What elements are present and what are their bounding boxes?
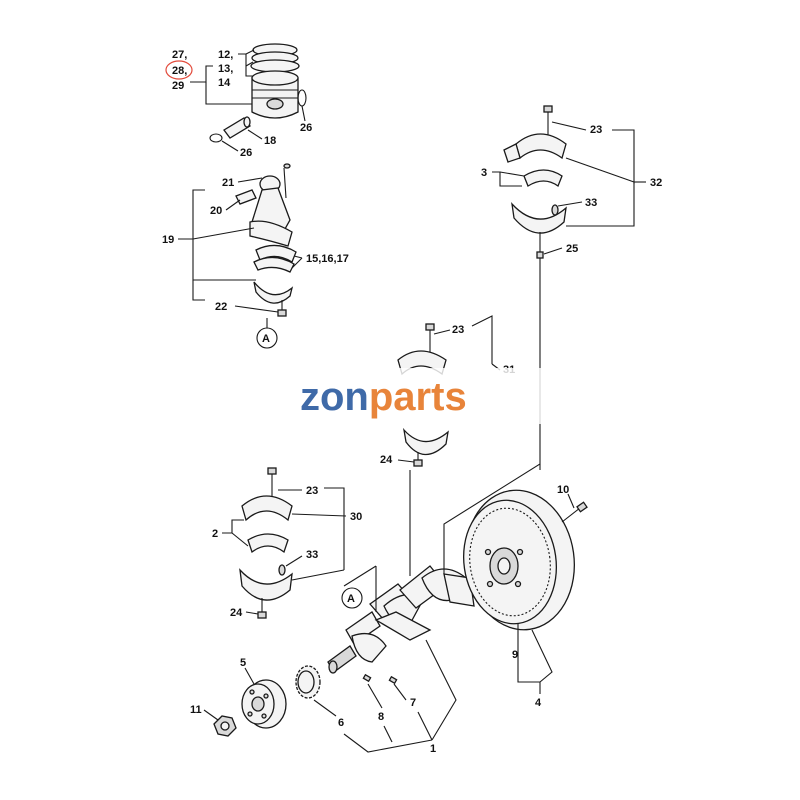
watermark-background: [240, 368, 545, 424]
label-22: 22: [215, 301, 227, 313]
label-33-top-right: 33: [585, 197, 597, 209]
label-30: 30: [350, 511, 362, 523]
crank-gear: [295, 665, 321, 699]
label-26-upper: 26: [300, 122, 312, 134]
crankshaft: [327, 565, 475, 674]
label-10: 10: [557, 484, 569, 496]
connecting-rod: [249, 163, 293, 247]
label-8: 8: [378, 711, 384, 723]
label-7: 7: [410, 697, 416, 709]
flywheel: [462, 489, 576, 631]
main-bearing-cap-lower: [241, 467, 293, 522]
piston-rings: [250, 43, 300, 73]
label-20: 20: [210, 205, 222, 217]
label-3: 3: [481, 167, 487, 179]
main-bearing-lower-middle: [402, 427, 449, 467]
snap-ring-upper: [297, 89, 307, 107]
piston: [251, 70, 299, 119]
label-11: 11: [190, 704, 202, 716]
rod-cap: [253, 281, 294, 317]
rod-bearing-shells: [253, 244, 297, 273]
ref-a-bottom: A: [347, 593, 355, 605]
crank-nut: [213, 715, 237, 737]
label-14: 14: [218, 77, 231, 89]
label-23-lower: 23: [306, 485, 318, 497]
label-28: 28,: [172, 65, 187, 77]
ref-circle-a-bottom: [341, 587, 363, 609]
label-26-lower: 26: [240, 147, 252, 159]
label-13: 13,: [218, 63, 233, 75]
label-4: 4: [535, 697, 542, 709]
label-29: 29: [172, 80, 184, 92]
label-5: 5: [240, 657, 246, 669]
watermark-part2: parts: [369, 375, 467, 419]
label-15-16-17: 15,16,17: [306, 253, 349, 265]
label-1: 1: [430, 743, 436, 755]
label-12: 12,: [218, 49, 233, 61]
label-24-lower: 24: [230, 607, 243, 619]
main-bearing-cap-middle: [397, 323, 447, 376]
rod-bushing: [235, 189, 257, 205]
main-bearing-cap-rear: [503, 105, 567, 163]
label-33-lower: 33: [306, 549, 318, 561]
main-bearing-upper-rear: [511, 202, 567, 259]
label-23-top-right: 23: [590, 124, 602, 136]
label-32: 32: [650, 177, 662, 189]
label-18: 18: [264, 135, 276, 147]
label-23-middle: 23: [452, 324, 464, 336]
label-2: 2: [212, 528, 218, 540]
flywheel-bolt: [561, 501, 588, 523]
main-bearing-block-lower: [239, 564, 293, 619]
piston-pin: [223, 116, 251, 139]
label-19: 19: [162, 234, 174, 246]
main-bearing-shells-rear: [523, 169, 563, 188]
label-27: 27,: [172, 49, 187, 61]
highlight-circle: [165, 60, 193, 80]
watermark-part1: zon: [300, 375, 369, 419]
label-9: 9: [512, 649, 518, 661]
crank-key: [362, 673, 398, 685]
snap-ring-lower: [209, 133, 223, 143]
label-24-middle: 24: [380, 454, 393, 466]
label-6: 6: [338, 717, 344, 729]
watermark-logo: zonparts: [300, 375, 467, 419]
label-21: 21: [222, 177, 234, 189]
main-bearing-shells-lower: [247, 533, 289, 554]
crank-pulley: [241, 679, 287, 729]
ref-a-top: A: [262, 333, 270, 345]
label-25: 25: [566, 243, 578, 255]
